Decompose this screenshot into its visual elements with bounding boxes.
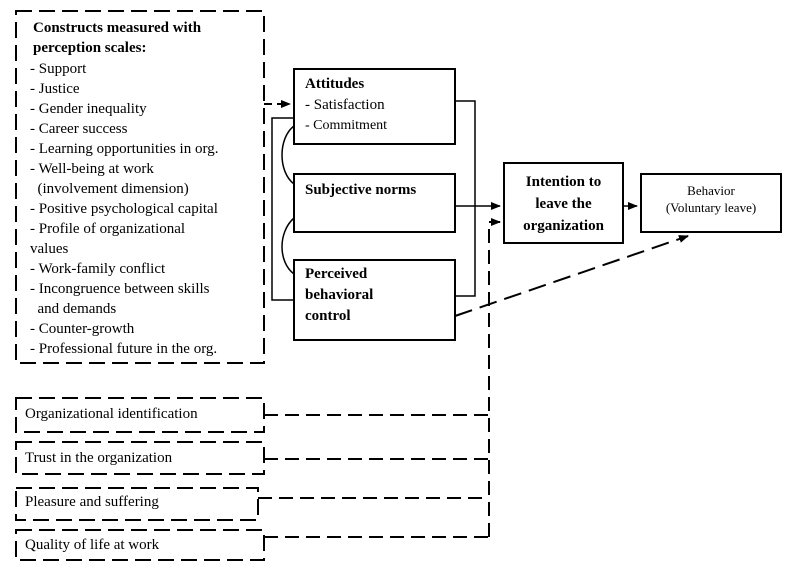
construct-item: - Professional future in the org.	[30, 341, 218, 357]
construct-item: values	[30, 241, 69, 257]
construct-item: - Justice	[30, 81, 80, 97]
attitudes-item-satisfaction: - Satisfaction	[305, 97, 385, 113]
behavior-line-2: (Voluntary leave)	[665, 200, 757, 215]
pleasure-box	[15, 487, 259, 521]
perceived-control-connector	[455, 206, 476, 297]
behavior-box	[640, 173, 782, 233]
attitudes-connector	[455, 100, 476, 206]
intention-box	[503, 162, 624, 244]
construct-item: - Work-family conflict	[30, 261, 166, 277]
perceived-control-line-1: Perceived	[305, 266, 368, 282]
attitudes-norms-correlation	[281, 125, 295, 185]
control-to-behavior-dashed-arrow	[454, 235, 689, 317]
construct-item: - Learning opportunities in org.	[30, 141, 219, 157]
attitudes-box	[293, 68, 456, 145]
construct-item: - Counter-growth	[30, 321, 135, 337]
behavior-line-1: Behavior	[687, 183, 735, 198]
quality-label: Quality of life at work	[25, 537, 160, 553]
intention-line-1: Intention to	[525, 174, 602, 190]
constructs-list: - Support - Justice - Gender inequality …	[30, 59, 218, 359]
constructs-heading: Constructs measured with perception scal…	[33, 20, 202, 56]
perceived-control-line-2: behavioral	[305, 287, 374, 303]
organizational-identification-label: Organizational identification	[25, 406, 198, 422]
construct-item: and demands	[30, 301, 117, 317]
attitudes-item-commitment: - Commitment	[305, 118, 388, 133]
lower-constructs-trunk	[488, 218, 501, 537]
intention-line-3: organization	[523, 218, 604, 234]
subjective-norms-box	[293, 173, 456, 233]
norms-control-correlation	[281, 217, 295, 275]
left-bracket-line	[271, 117, 294, 301]
construct-item: (involvement dimension)	[30, 181, 189, 197]
quality-box	[15, 529, 265, 561]
construct-item: - Well-being at work	[30, 161, 154, 177]
construct-item: - Support	[30, 61, 87, 77]
attitudes-title: Attitudes	[305, 76, 365, 92]
construct-item: - Career success	[30, 121, 128, 137]
constructs-box	[15, 10, 265, 364]
construct-item: - Positive psychological capital	[30, 201, 218, 217]
trust-label: Trust in the organization	[25, 450, 173, 466]
construct-item: - Incongruence between skills	[30, 281, 210, 297]
pleasure-label: Pleasure and suffering	[25, 494, 159, 510]
intention-line-2: leave the	[535, 196, 592, 212]
subjective-norms-label: Subjective norms	[305, 182, 417, 198]
perceived-control-line-3: control	[305, 308, 351, 324]
construct-item: - Profile of organizational	[30, 221, 186, 237]
construct-item: - Gender inequality	[30, 101, 147, 117]
